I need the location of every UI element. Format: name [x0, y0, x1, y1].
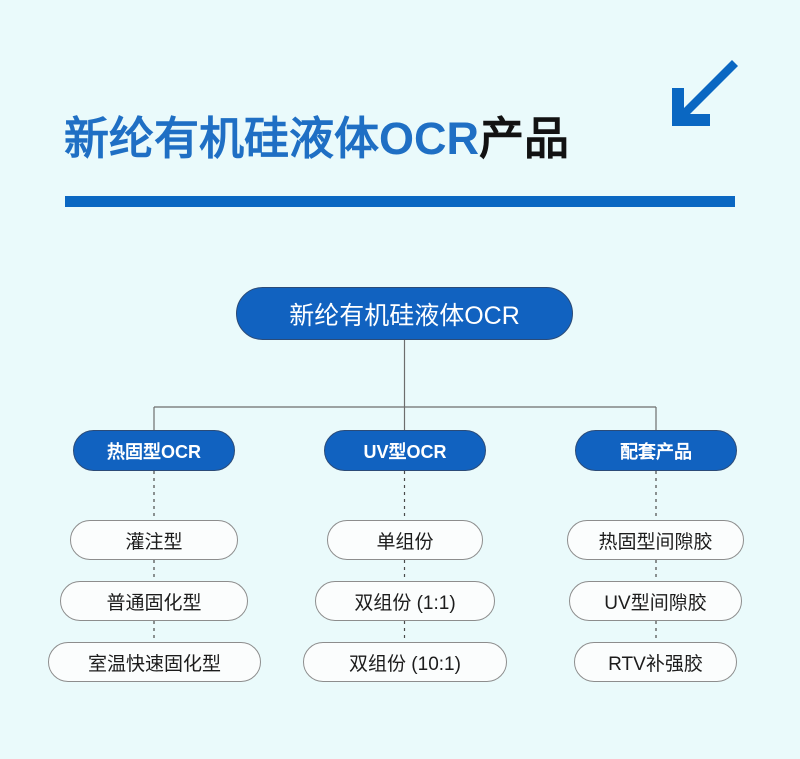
page-title: 新纶有机硅液体OCR产品 — [64, 113, 569, 165]
title-underline-rule — [65, 196, 735, 207]
tree-leaf-accessory-2[interactable]: UV型间隙胶 — [569, 581, 742, 621]
tree-node-branch-uv[interactable]: UV型OCR — [324, 430, 486, 471]
tree-leaf-thermal-3[interactable]: 室温快速固化型 — [48, 642, 261, 682]
tree-leaf-thermal-1[interactable]: 灌注型 — [70, 520, 238, 560]
tree-leaf-thermal-2[interactable]: 普通固化型 — [60, 581, 248, 621]
tree-leaf-uv-2[interactable]: 双组份 (1:1) — [315, 581, 495, 621]
page-title-accent: 新纶有机硅液体OCR — [64, 113, 479, 164]
tree-leaf-accessory-3[interactable]: RTV补强胶 — [574, 642, 737, 682]
tree-node-branch-accessory[interactable]: 配套产品 — [575, 430, 737, 471]
page-title-plain: 产品 — [479, 113, 570, 164]
tree-leaf-uv-3[interactable]: 双组份 (10:1) — [303, 642, 507, 682]
arrow-down-left-icon — [672, 60, 738, 126]
tree-node-branch-thermal[interactable]: 热固型OCR — [73, 430, 235, 471]
tree-node-root[interactable]: 新纶有机硅液体OCR — [236, 287, 573, 340]
tree-leaf-uv-1[interactable]: 单组份 — [327, 520, 483, 560]
diagram-connectors — [153, 340, 657, 642]
page-header: 新纶有机硅液体OCR产品 — [0, 0, 800, 232]
tree-leaf-accessory-1[interactable]: 热固型间隙胶 — [567, 520, 744, 560]
product-tree-diagram: 新纶有机硅液体OCR 热固型OCR UV型OCR 配套产品 灌注型 普通固化型 … — [0, 232, 800, 759]
